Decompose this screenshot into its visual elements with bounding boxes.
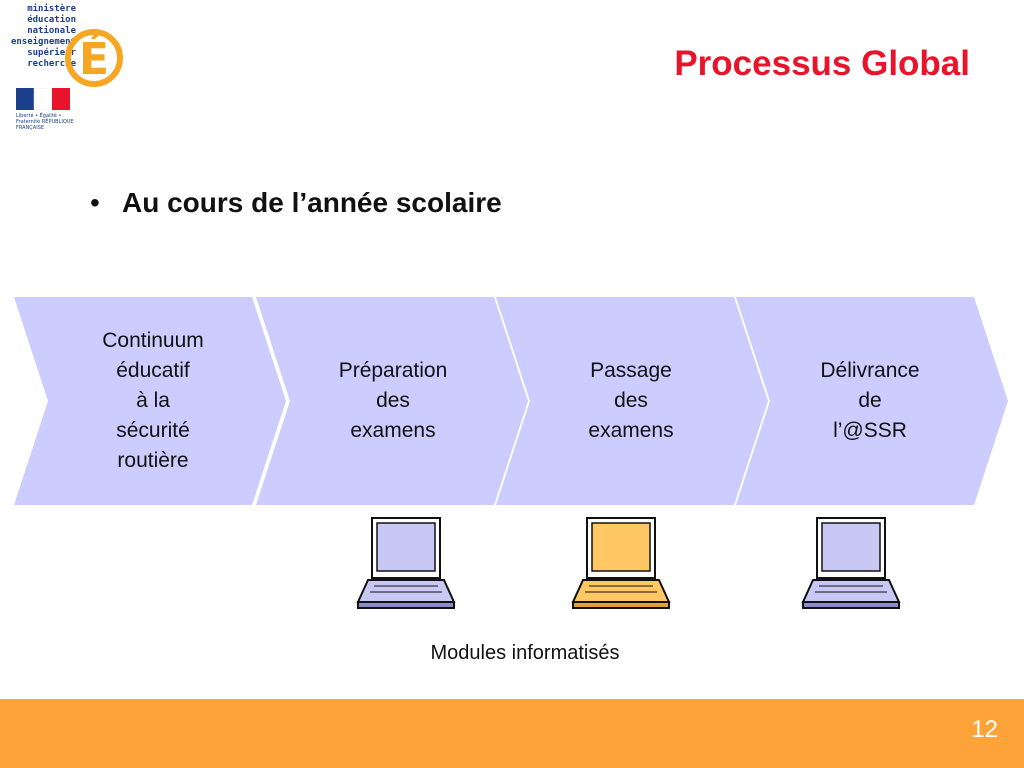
process-chevrons — [14, 297, 1008, 505]
bullet-item: • Au cours de l’année scolaire — [90, 187, 502, 219]
laptop-icon-3 — [801, 517, 901, 609]
modules-caption: Modules informatisés — [430, 642, 620, 664]
flag-caption: Liberté • Égalité • Fraternité RÉPUBLIQU… — [16, 113, 74, 131]
step-label-passage: Passage des examens — [588, 359, 674, 442]
logo-e-letter: É — [79, 32, 109, 85]
chevron-step-3 — [496, 297, 768, 505]
slide-title: Processus Global — [674, 44, 970, 83]
bullet-text: Au cours de l’année scolaire — [122, 187, 502, 218]
logo-e-emblem-icon: É — [65, 29, 123, 87]
ministry-logo: ministère éducation nationale enseigneme… — [6, 4, 126, 124]
republic-flag-icon — [16, 88, 70, 110]
logo-wordmark: ministère éducation nationale enseigneme… — [10, 4, 76, 69]
step-label-preparation: Préparation des examens — [338, 359, 448, 442]
chevron-step-4 — [736, 297, 1008, 505]
laptop-icon-1 — [356, 517, 456, 609]
laptop-icon-2 — [571, 517, 671, 609]
page-number: 12 — [971, 716, 998, 743]
chevron-step-2 — [256, 297, 528, 505]
step-label-continuum: Continuum éducatif à la sécurité routièr… — [102, 329, 204, 472]
footer-bar: 12 — [0, 699, 1024, 768]
chevron-step-1 — [14, 297, 286, 505]
bullet-dot: • — [90, 187, 100, 218]
step-label-delivrance: Délivrance de l’@SSR — [820, 359, 920, 442]
